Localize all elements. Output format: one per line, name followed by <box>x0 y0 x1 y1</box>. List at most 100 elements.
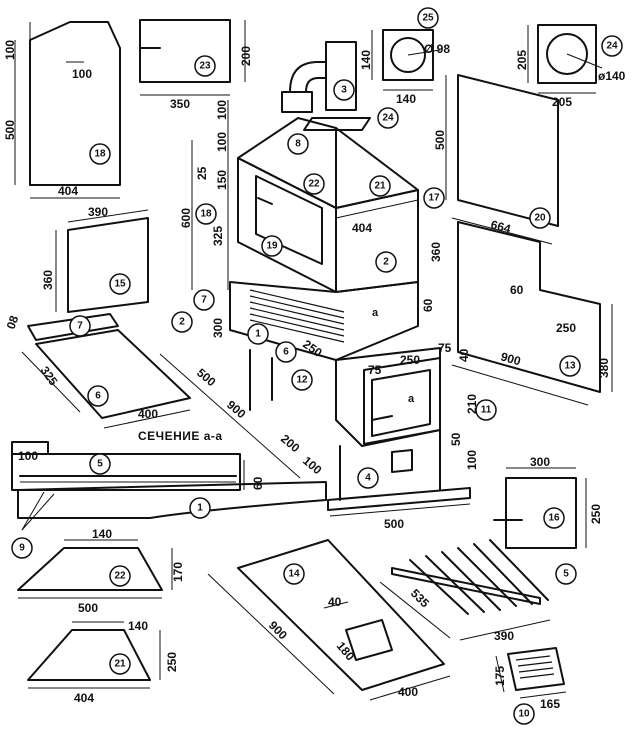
dim-18-width: 404 <box>58 184 78 198</box>
dim-15-width: 390 <box>88 205 108 219</box>
badge-9: 9 <box>11 537 33 559</box>
badge-18b: 18 <box>195 203 217 225</box>
svg-text:24: 24 <box>382 113 394 124</box>
grate-5: 535 390 <box>379 539 551 643</box>
flange-24: 205 205 ø140 <box>515 24 626 109</box>
svg-text:22: 22 <box>114 571 126 582</box>
dim-body-150: 150 <box>215 170 229 190</box>
badge-12: 12 <box>291 369 313 391</box>
dim-base-width: 500 <box>384 517 404 531</box>
svg-text:21: 21 <box>114 659 126 670</box>
dim-13-60: 60 <box>510 283 524 297</box>
badge-19: 19 <box>261 235 283 257</box>
dim-24-diameter: ø140 <box>598 69 626 83</box>
badge-2: 2 <box>375 251 397 273</box>
dim-16-height: 250 <box>589 504 603 524</box>
dim-body-60: 60 <box>421 298 435 312</box>
svg-text:18: 18 <box>200 209 212 220</box>
dim-sec-60: 60 <box>251 476 265 490</box>
badge-6b: 6 <box>87 385 109 407</box>
svg-text:14: 14 <box>288 569 300 580</box>
dim-body-404: 404 <box>352 221 372 235</box>
badge-1: 1 <box>247 323 269 345</box>
dim-13-380: 380 <box>597 358 611 378</box>
svg-text:3: 3 <box>341 85 347 96</box>
dim-base-500: 500 <box>194 366 219 390</box>
dim-24-width: 205 <box>552 95 572 109</box>
svg-text:25: 25 <box>422 13 434 24</box>
dim-14-400: 400 <box>398 685 418 699</box>
svg-text:6: 6 <box>95 391 101 402</box>
badge-5: 5 <box>89 453 111 475</box>
badge-24: 24 <box>601 35 623 57</box>
dim-body-360: 360 <box>429 242 443 262</box>
dim-22-height: 170 <box>171 562 185 582</box>
dim-14-40: 40 <box>328 595 342 609</box>
svg-text:7: 7 <box>77 321 83 332</box>
dim-13-250: 250 <box>556 321 576 335</box>
svg-text:13: 13 <box>564 361 576 372</box>
dim-base-200: 200 <box>278 432 303 456</box>
dim-22-top: 140 <box>92 527 112 541</box>
svg-text:5: 5 <box>563 569 569 580</box>
badge-14: 14 <box>283 563 305 585</box>
svg-text:23: 23 <box>199 61 211 72</box>
svg-text:22: 22 <box>308 179 320 190</box>
svg-text:24: 24 <box>606 41 618 52</box>
dim-21-top: 140 <box>128 619 148 633</box>
plate-6: 325 400 <box>21 329 191 429</box>
dim-box-75a: 75 <box>368 363 382 377</box>
dim-23-height: 200 <box>239 46 253 66</box>
badge-25: 25 <box>417 7 439 29</box>
dim-20-height: 500 <box>433 130 447 150</box>
badge-24b: 24 <box>377 107 399 129</box>
dim-21-width: 404 <box>74 691 94 705</box>
badge-7b: 7 <box>69 315 91 337</box>
dim-14-180: 180 <box>334 639 358 664</box>
svg-text:20: 20 <box>534 213 546 224</box>
badge-10: 10 <box>513 703 535 725</box>
section-mark-a2: a <box>408 393 415 405</box>
dim-21-height: 250 <box>165 652 179 672</box>
badge-22: 22 <box>303 173 325 195</box>
badge-3: 3 <box>333 79 355 101</box>
dim-18-gap: 100 <box>72 67 92 81</box>
badge-13: 13 <box>559 355 581 377</box>
svg-text:1: 1 <box>197 503 203 514</box>
dim-body-100a: 100 <box>215 100 229 120</box>
dim-23-width: 350 <box>170 97 190 111</box>
dim-24-height: 205 <box>515 50 529 70</box>
dim-body-25: 25 <box>195 166 209 180</box>
panel-18: 100 100 500 404 <box>3 21 121 199</box>
badge-20: 20 <box>529 207 551 229</box>
svg-text:12: 12 <box>296 375 308 386</box>
dim-25-width: 140 <box>396 92 416 106</box>
dim-14-900: 900 <box>266 618 290 642</box>
plate-15: 390 360 <box>41 205 149 313</box>
grille-10: 175 165 <box>493 647 567 711</box>
badge-7: 7 <box>193 289 215 311</box>
dim-box-250: 250 <box>400 353 420 367</box>
badge-21: 21 <box>369 175 391 197</box>
svg-text:16: 16 <box>548 513 560 524</box>
badge-23: 23 <box>194 55 216 77</box>
svg-text:6: 6 <box>283 347 289 358</box>
dim-box-50: 50 <box>449 432 463 446</box>
badge-21b: 21 <box>109 653 131 675</box>
svg-text:8: 8 <box>295 139 301 150</box>
plate-20: 500 664 <box>433 74 559 245</box>
svg-text:1: 1 <box>255 329 261 340</box>
svg-text:21: 21 <box>374 181 386 192</box>
dim-7-08: 08 <box>4 313 22 331</box>
dim-25-diameter: Ø 98 <box>424 42 450 56</box>
badge-5b: 5 <box>555 563 577 585</box>
dim-13-900: 900 <box>499 349 522 368</box>
section-mark-a1: a <box>372 307 379 319</box>
dim-sec-100: 100 <box>18 449 38 463</box>
badge-18: 18 <box>89 143 111 165</box>
dim-25-height: 140 <box>359 50 373 70</box>
badge-8: 8 <box>287 133 309 155</box>
section-a-a: СЕЧЕНИЕ а-а 100 60 <box>11 429 327 531</box>
svg-text:9: 9 <box>19 543 25 554</box>
